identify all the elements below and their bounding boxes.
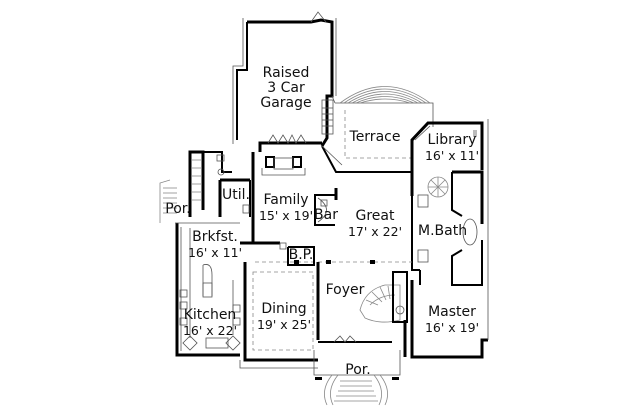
bar-counter [314, 188, 338, 226]
bar-name: Bar [314, 207, 338, 223]
master-bath-walls [411, 170, 484, 286]
room-label-library: Library 16' x 11' [422, 132, 482, 164]
terrace-name: Terrace [349, 129, 401, 145]
garage-line1: Raised [262, 65, 310, 81]
side-stair [159, 150, 232, 223]
front-porch [313, 350, 401, 406]
foyer-name: Foyer [325, 282, 365, 298]
room-label-garage: Raised 3 Car Garage [256, 66, 316, 111]
dining-name: Dining [261, 301, 307, 317]
room-label-family: Family 15' x 19' [256, 192, 316, 224]
great-walls [255, 172, 414, 264]
breakfast-dimensions: 16' x 11' [187, 245, 243, 260]
breakfast-name: Brkfst. [192, 229, 238, 245]
room-label-terrace: Terrace [345, 130, 405, 145]
library-walls [410, 119, 489, 290]
room-label-great: Great 17' x 22' [345, 208, 405, 240]
room-label-master-bath: M.Bath [418, 223, 468, 239]
master-walls [403, 270, 489, 359]
garage-walls [232, 11, 337, 152]
kitchen-name: Kitchen [183, 307, 237, 323]
family-walls [251, 152, 306, 242]
great-name: Great [355, 208, 395, 224]
util-name: Util. [222, 187, 250, 203]
room-label-bar: Bar [313, 208, 339, 223]
room-label-foyer: Foyer [320, 283, 370, 298]
library-name: Library [427, 132, 477, 148]
room-label-butler-pantry: B.P. [288, 248, 314, 263]
room-label-breakfast: Brkfst. 16' x 11' [185, 229, 245, 261]
spiral-stair-top [427, 176, 449, 198]
foyer-walls [318, 271, 408, 343]
family-dimensions: 15' x 19' [258, 208, 314, 223]
family-name: Family [263, 192, 309, 208]
kitchen-walls [175, 222, 241, 357]
front-porch-name: Por. [345, 362, 371, 378]
kitchen-dimensions: 16' x 22' [182, 323, 238, 338]
garage-line2: 3 Car [267, 80, 305, 96]
dining-dimensions: 19' x 25' [256, 317, 312, 332]
library-dimensions: 16' x 11' [424, 148, 480, 163]
great-dimensions: 17' x 22' [347, 224, 403, 239]
room-label-dining: Dining 19' x 25' [252, 301, 316, 333]
room-label-kitchen: Kitchen 16' x 22' [180, 307, 240, 339]
butler-pantry-walls [240, 241, 315, 266]
room-label-side-porch: Por. [164, 202, 192, 217]
terrace-outline [321, 86, 434, 173]
garage-line3: Garage [260, 95, 312, 111]
room-label-util: Util. [222, 188, 250, 203]
room-label-front-porch: Por. [340, 363, 376, 378]
dining-walls [239, 262, 320, 369]
room-label-master: Master 16' x 19' [422, 304, 482, 336]
side-porch-name: Por. [165, 201, 191, 217]
master-dimensions: 16' x 19' [424, 320, 480, 335]
butler-pantry-name: B.P. [288, 247, 314, 263]
master-bath-name: M.Bath [418, 223, 468, 239]
master-name: Master [428, 304, 476, 320]
util-walls [218, 178, 251, 217]
